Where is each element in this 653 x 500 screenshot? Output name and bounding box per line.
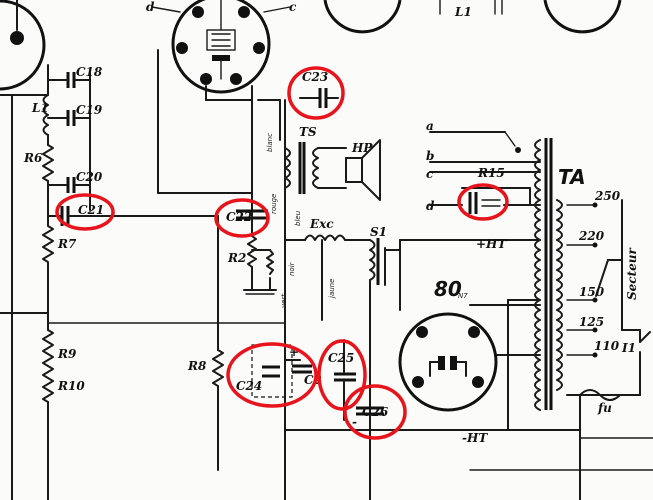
label-wire-blanc: blanc [266,133,274,152]
label-r6: R6 [23,151,43,165]
label-c21: C21 [78,203,104,217]
label-c19: C19 [76,103,103,117]
label-term-c: c [426,167,434,181]
label-term-b: b [426,149,434,163]
label-wire-jaune: jaune [328,279,336,299]
highlight-c21 [55,193,115,231]
label-wire-bleu: bleu [294,210,302,226]
label-r9: R9 [57,347,77,361]
highlight-c22 [214,198,270,238]
tube-top-left [0,0,46,91]
label-150: 150 [579,285,605,299]
label-exc: Exc [309,217,334,231]
label-ta: TA [558,165,586,189]
label-term-d: d [426,199,435,213]
label-r2: R2 [227,251,246,265]
label-tube-80: 80 [434,277,462,301]
label-c25: C25 [328,351,354,365]
highlight-r15 [457,183,509,221]
label-wire-noir: noir [288,261,296,276]
label-l1: L1 [31,101,49,115]
highlight-c26 [343,384,407,440]
label-wire-vert: vert [280,294,288,308]
label-c22: C22 [226,210,252,224]
left-section [0,64,91,500]
label-minus: - [352,415,357,429]
label-250: 250 [594,189,621,203]
highlight-c23 [287,66,345,120]
label-term-a: a [426,119,434,133]
label-c20: C20 [76,170,103,184]
label-plus-ht: +HT [476,237,507,251]
label-secteur: Secteur [625,246,639,300]
label-c23: C23 [302,70,328,84]
label-tube-80-sub: N7 [458,292,468,300]
power-section [384,131,653,500]
label-top-d: d [146,0,155,14]
label-l1-top: L1 [454,5,472,19]
label-hp: HP [351,141,373,155]
highlight-c25 [317,339,367,411]
red-annotations [55,66,509,440]
label-plus: + [289,345,299,359]
label-220: 220 [578,229,605,243]
label-c24: C24 [236,379,262,393]
label-wire-rouge: rouge [270,194,278,214]
label-c26: C26 [362,405,389,419]
label-c18: C18 [76,65,103,79]
label-r7: R7 [57,237,77,251]
highlight-c24 [226,342,318,408]
label-r15: R15 [477,166,505,180]
label-i1: I1 [621,341,636,355]
label-125: 125 [579,315,604,329]
label-fu: fu [597,401,612,415]
tube-top-center [171,0,271,94]
label-r10: R10 [57,379,85,393]
label-ts: TS [299,125,317,139]
label-r8: R8 [187,359,207,373]
label-110: 110 [594,339,620,353]
label-top-c: c [289,0,297,14]
label-s1: S1 [370,225,387,239]
label-minus-ht: -HT [462,431,488,445]
center-section [205,85,581,500]
tube-top-right [323,0,622,34]
